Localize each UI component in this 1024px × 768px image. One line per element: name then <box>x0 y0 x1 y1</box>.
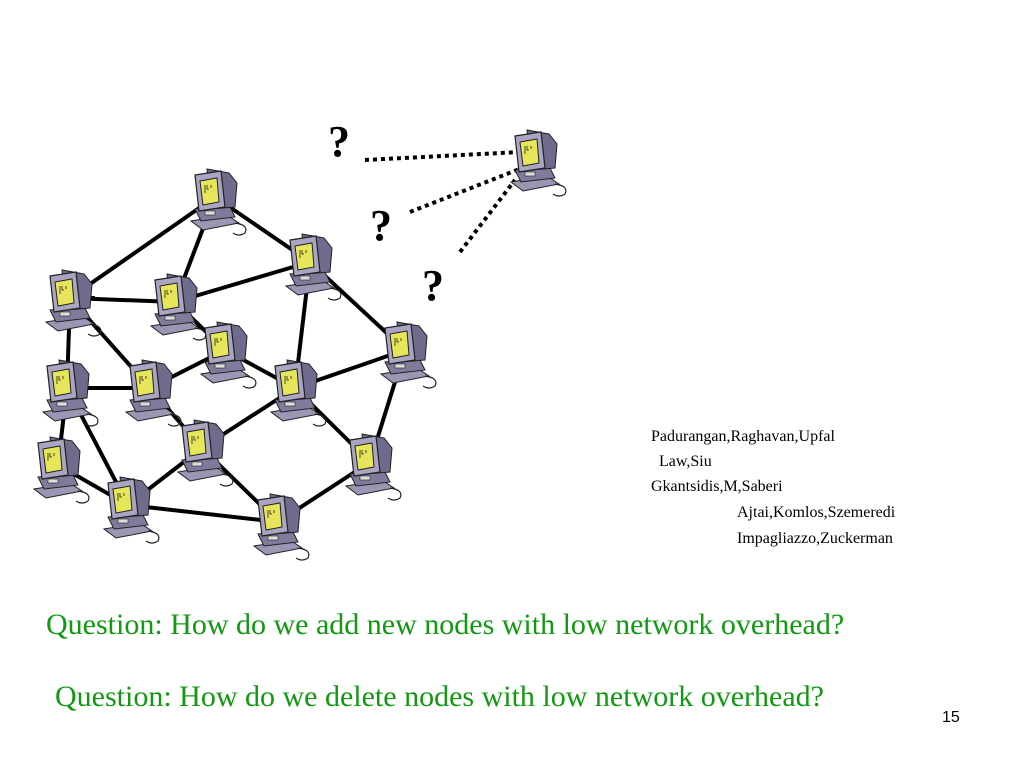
computer-icon <box>253 493 310 561</box>
author-line: Impagliazzo,Zuckerman <box>737 530 893 547</box>
computer-icon <box>510 129 567 197</box>
computer-icon <box>190 168 247 236</box>
question-mark: ? <box>422 261 444 310</box>
computer-icon <box>285 233 342 301</box>
author-line: Gkantsidis,M,Saberi <box>651 478 783 495</box>
computer-icon <box>380 321 437 389</box>
computer-icon <box>270 359 327 427</box>
question-delete-nodes: Question: How do we delete nodes with lo… <box>55 680 824 713</box>
question-mark: ? <box>370 201 392 250</box>
author-line: Padurangan,Raghavan,Upfal <box>651 428 835 445</box>
computer-icon <box>33 436 90 504</box>
computer-icon <box>177 419 234 487</box>
tentative-edges <box>364 150 523 254</box>
computer-icon <box>150 273 207 341</box>
author-line: Law,Siu <box>659 453 712 470</box>
computer-icon <box>42 359 99 427</box>
page-number: 15 <box>942 709 960 726</box>
computer-icon <box>200 321 257 389</box>
computer-icon <box>345 433 402 501</box>
question-add-nodes: Question: How do we add new nodes with l… <box>46 608 845 641</box>
author-line: Ajtai,Komlos,Szemeredi <box>737 504 896 521</box>
question-mark: ? <box>328 117 350 166</box>
